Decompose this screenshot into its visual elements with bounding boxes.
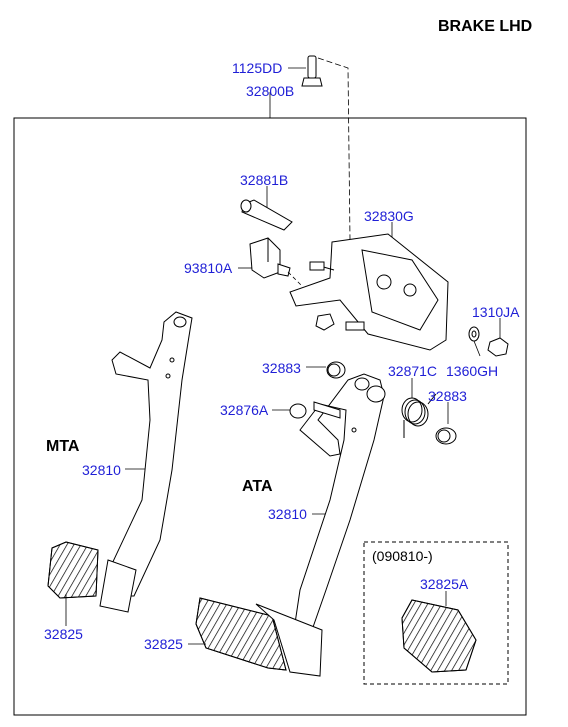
- spring-32871C: [401, 393, 437, 438]
- pedal-pad-32825-mta: [47, 541, 137, 613]
- part-label-32871C[interactable]: 32871C: [388, 363, 438, 379]
- pedal-pad-32825-ata: [195, 597, 323, 677]
- part-label-32881B[interactable]: 32881B: [240, 172, 289, 188]
- bushing-small: [315, 313, 335, 331]
- part-label-93810A[interactable]: 93810A: [184, 260, 233, 276]
- part-label-32883-top[interactable]: 32883: [262, 360, 301, 376]
- pedal-arm-32810-ata: [293, 373, 386, 631]
- pedal-arm-32810-mta: [109, 311, 193, 597]
- washer-1360GH: [468, 326, 480, 342]
- part-label-32825-ata[interactable]: 32825: [144, 636, 183, 652]
- nut-1310JA: [487, 337, 509, 357]
- pin-32881B: [240, 199, 293, 231]
- bracket-32830G: [289, 233, 449, 351]
- stopper-32876A: [289, 403, 307, 419]
- inset-frame: [363, 541, 509, 685]
- switch-93810A: [249, 237, 291, 279]
- part-label-32810-ata[interactable]: 32810: [268, 506, 307, 522]
- section-label-mta: MTA: [46, 438, 80, 455]
- part-label-32883-right[interactable]: 32883: [428, 388, 467, 404]
- part-label-32876A[interactable]: 32876A: [220, 402, 269, 418]
- part-label-32825-mta[interactable]: 32825: [44, 626, 83, 642]
- inset-note: (090810-): [372, 548, 433, 564]
- part-label-32810-mta[interactable]: 32810: [82, 462, 121, 478]
- bushing-32883-top: [326, 361, 346, 379]
- part-label-1125DD[interactable]: 1125DD: [232, 60, 283, 76]
- bolt-1125DD: [301, 55, 323, 87]
- part-label-1310JA[interactable]: 1310JA: [472, 304, 520, 320]
- section-label-ata: ATA: [242, 478, 273, 495]
- part-label-32800B[interactable]: 32800B: [246, 83, 295, 99]
- diagram-title: BRAKE LHD: [438, 18, 533, 35]
- pedal-pad-32825A: [401, 599, 477, 673]
- part-label-32830G[interactable]: 32830G: [364, 208, 414, 224]
- part-label-1360GH[interactable]: 1360GH: [446, 363, 499, 379]
- part-label-32825A[interactable]: 32825A: [420, 576, 469, 592]
- bushing-32883-right: [435, 427, 457, 445]
